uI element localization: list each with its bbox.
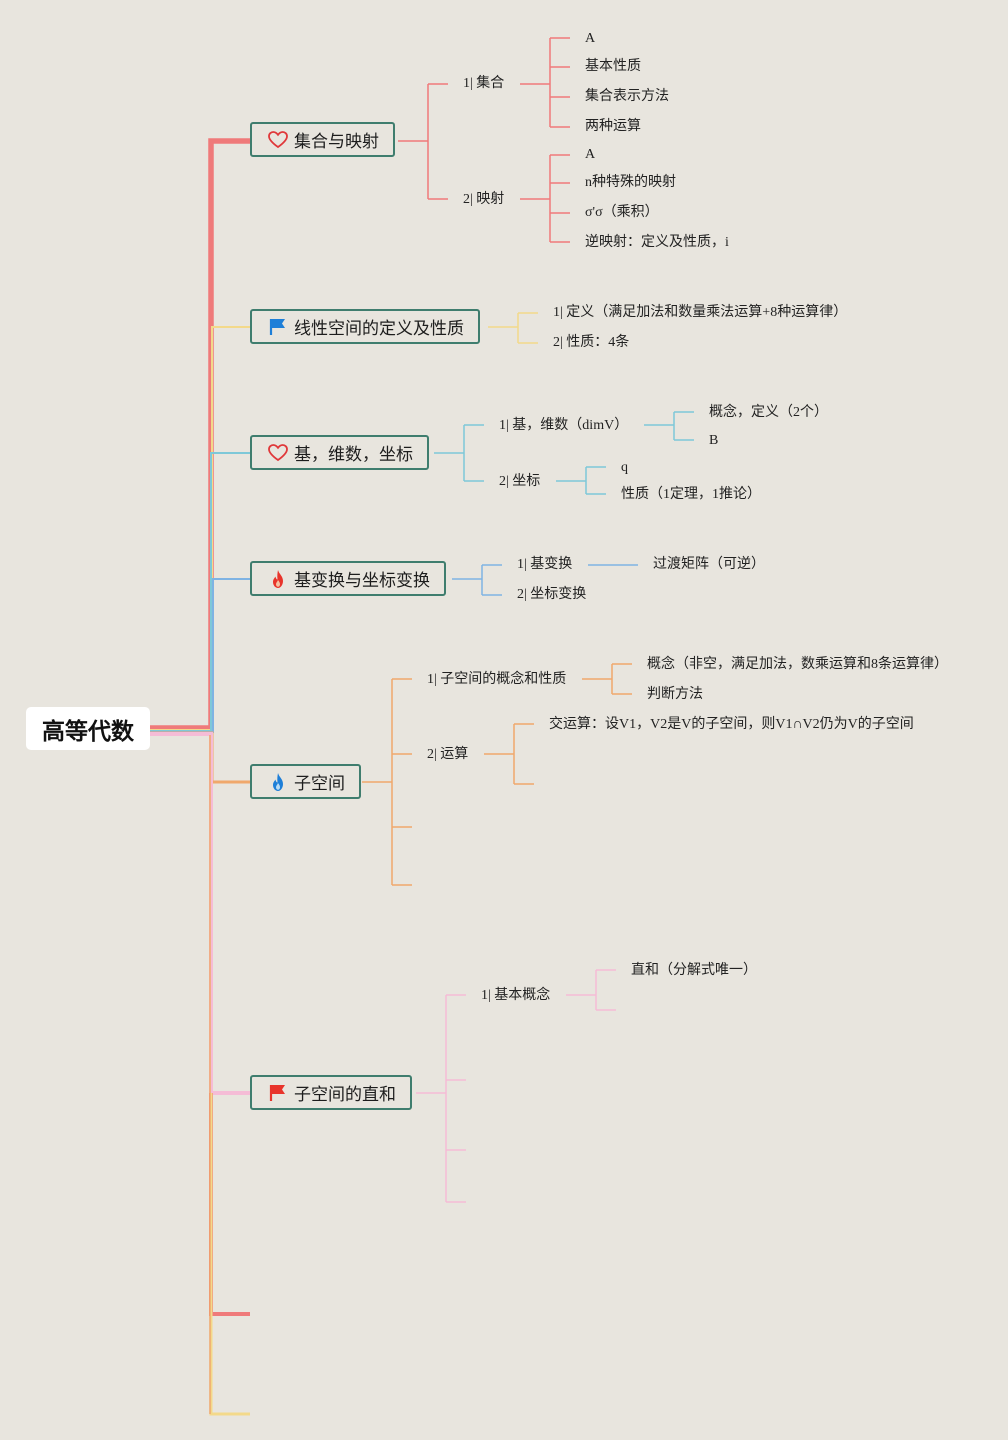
heart-outline-icon bbox=[268, 443, 288, 463]
trunk-line-red-extra bbox=[209, 1093, 250, 1316]
topic-subspace-concept[interactable]: 1| 子空间的概念和性质 bbox=[427, 672, 567, 687]
leaf-item[interactable]: 基本性质 bbox=[585, 59, 641, 74]
branch-label: 子空间的直和 bbox=[294, 1085, 396, 1105]
topic-coordinate-change[interactable]: 2| 坐标变换 bbox=[517, 587, 587, 602]
branch-label: 基变换与坐标变换 bbox=[294, 571, 430, 591]
topic-operations[interactable]: 2| 运算 bbox=[427, 747, 469, 762]
root-node[interactable]: 高等代数 bbox=[26, 707, 150, 750]
topic-properties[interactable]: 2| 性质：4条 bbox=[553, 335, 630, 350]
leaf-item[interactable]: A bbox=[585, 147, 596, 162]
branch-subspace[interactable]: 子空间 bbox=[250, 764, 361, 799]
leaf-item[interactable]: 概念，定义（2个） bbox=[709, 405, 828, 420]
trunk-line-cyan bbox=[150, 452, 250, 732]
branch-2-link bbox=[434, 424, 484, 482]
heart-outline-icon bbox=[268, 130, 288, 150]
leaf-item[interactable]: A bbox=[585, 31, 596, 46]
subtopic-link bbox=[582, 663, 632, 695]
branch-sets-mappings[interactable]: 集合与映射 bbox=[250, 122, 395, 157]
branch-3-link bbox=[452, 564, 502, 596]
branch-1-link bbox=[488, 312, 538, 344]
subtopic-link bbox=[520, 37, 570, 128]
topic-basic-concept[interactable]: 1| 基本概念 bbox=[481, 988, 551, 1003]
red-fire-icon bbox=[268, 569, 288, 589]
leaf-item[interactable]: q bbox=[621, 460, 628, 475]
leaf-item[interactable]: 直和（分解式唯一） bbox=[631, 963, 757, 978]
leaf-item[interactable]: 逆映射：定义及性质，i bbox=[585, 235, 729, 250]
leaf-item[interactable]: 两种运算 bbox=[585, 119, 641, 134]
topic-mappings[interactable]: 2| 映射 bbox=[463, 192, 505, 207]
trunk-line-blue bbox=[150, 578, 250, 733]
subtopic-link bbox=[484, 723, 534, 785]
subtopic-link bbox=[556, 466, 606, 495]
topic-basis-dimension[interactable]: 1| 基，维数（dimV） bbox=[499, 418, 629, 433]
red-flag-icon bbox=[268, 1083, 288, 1103]
subtopic-link bbox=[520, 154, 570, 243]
topic-definition[interactable]: 1| 定义（满足加法和数量乘法运算+8种运算律） bbox=[553, 305, 848, 320]
leaf-item[interactable]: 判断方法 bbox=[647, 687, 703, 702]
blue-flag-icon bbox=[268, 317, 288, 337]
branch-label: 集合与映射 bbox=[294, 132, 379, 152]
leaf-item[interactable]: σ'σ（乘积） bbox=[585, 205, 659, 220]
leaf-item[interactable]: 交运算：设V1，V2是V的子空间，则V1∩V2仍为V的子空间 bbox=[549, 717, 914, 732]
blue-fire-icon bbox=[268, 772, 288, 792]
topic-coordinates[interactable]: 2| 坐标 bbox=[499, 474, 541, 489]
branch-linear-space-definition[interactable]: 线性空间的定义及性质 bbox=[250, 309, 480, 344]
leaf-item[interactable]: n种特殊的映射 bbox=[585, 175, 676, 190]
leaf-item[interactable]: B bbox=[709, 433, 719, 448]
leaf-item[interactable]: 集合表示方法 bbox=[585, 89, 669, 104]
leaf-item[interactable]: 性质（1定理，1推论） bbox=[621, 487, 761, 502]
topic-sets[interactable]: 1| 集合 bbox=[463, 76, 505, 91]
trunk-line-red bbox=[150, 138, 250, 731]
trunk-line-orange bbox=[150, 731, 250, 784]
leaf-item[interactable]: 概念（非空，满足加法，数乘运算和8条运算律） bbox=[647, 657, 948, 672]
branch-0-link bbox=[398, 83, 448, 200]
branch-basis-change[interactable]: 基变换与坐标变换 bbox=[250, 561, 446, 596]
branch-label: 子空间 bbox=[294, 774, 345, 794]
trunk-line-yellow bbox=[150, 326, 250, 731]
trunk-line-yellow-extra bbox=[209, 1093, 250, 1416]
leaf-item[interactable]: 过渡矩阵（可逆） bbox=[653, 557, 765, 572]
subtopic-link bbox=[644, 411, 694, 441]
trunk-line-pink bbox=[150, 732, 250, 1095]
topic-basis-change[interactable]: 1| 基变换 bbox=[517, 557, 573, 572]
branch-basis-dimension-coordinates[interactable]: 基，维数，坐标 bbox=[250, 435, 429, 470]
branch-label: 基，维数，坐标 bbox=[294, 445, 413, 465]
branch-label: 线性空间的定义及性质 bbox=[294, 319, 464, 339]
branch-4-link bbox=[362, 678, 412, 886]
branch-5-link bbox=[416, 994, 466, 1203]
branch-direct-sum[interactable]: 子空间的直和 bbox=[250, 1075, 412, 1110]
subtopic-link bbox=[566, 969, 616, 1011]
